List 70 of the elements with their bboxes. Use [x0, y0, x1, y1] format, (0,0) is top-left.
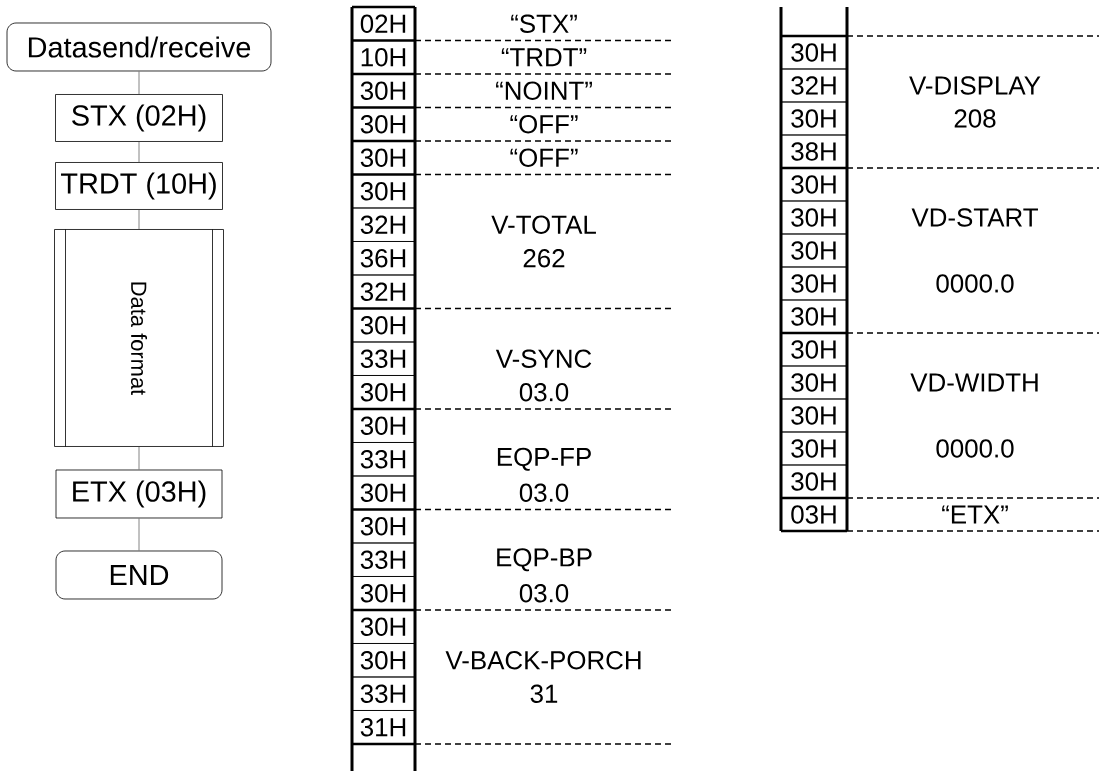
label: 30H — [360, 316, 406, 335]
label: 30H — [360, 81, 406, 100]
field-label: 31 — [530, 684, 558, 703]
byte-cell: 30H — [780, 464, 848, 499]
field-label: 262 — [523, 249, 565, 268]
process-box: TRDT (10H) — [55, 162, 223, 210]
field-label: V-BACK-PORCH — [445, 651, 641, 670]
byte-cell: 30H — [780, 299, 848, 334]
byte-cell: 32H — [351, 207, 416, 242]
byte-cell: 30H — [780, 431, 848, 466]
label: 02H — [360, 14, 406, 33]
byte-cell: 38H — [780, 134, 848, 169]
byte-cell: 33H — [351, 341, 416, 376]
label: 30H — [360, 416, 406, 435]
label: 03H — [791, 505, 836, 524]
connector-line — [138, 141, 140, 163]
process-box: ETX (03H) — [55, 469, 223, 519]
field-label: EQP-BP — [497, 548, 592, 572]
field-label: EQP-FP — [497, 447, 591, 471]
field-label: V-DISPLAY — [909, 76, 1041, 95]
byte-cell: 30H — [780, 101, 848, 136]
byte-cell: 36H — [351, 241, 416, 276]
byte-cell: 32H — [780, 68, 848, 103]
field-label: 03.0 — [519, 584, 569, 603]
byte-cell: 30H — [780, 365, 848, 400]
byte-cell: 30H — [780, 200, 848, 235]
label: 30H — [791, 43, 836, 62]
field-label: V-SYNC — [495, 349, 592, 368]
connector-line — [138, 446, 140, 470]
byte-cell: 33H — [351, 542, 416, 577]
byte-cell: 30H — [780, 233, 848, 268]
byte-cell: 30H — [351, 375, 416, 410]
connector-line — [138, 518, 140, 551]
label: 10H — [361, 48, 406, 67]
terminal-box: Datasend/receive — [6, 22, 272, 72]
label: 30H — [791, 340, 836, 359]
byte-cell: 30H — [780, 266, 848, 301]
field-label: 03.0 — [519, 383, 569, 402]
field-label: VD-WIDTH — [910, 373, 1038, 392]
label: 30H — [360, 182, 406, 201]
byte-cell: 30H — [351, 475, 416, 510]
field-label: 0000.0 — [936, 274, 1014, 293]
label: 30H — [360, 617, 406, 636]
byte-cell: 32H — [351, 274, 416, 309]
byte-cell: 33H — [351, 676, 416, 711]
field-label: “OFF” — [510, 115, 578, 134]
process-box: STX (02H) — [55, 94, 223, 142]
connector-line — [138, 71, 140, 95]
field-label: “NOINT” — [496, 81, 592, 100]
field-label: VD-START — [911, 208, 1038, 227]
field-label: “STX” — [511, 14, 577, 33]
byte-cell: 33H — [351, 442, 416, 477]
byte-cell: 31H — [351, 710, 416, 745]
label: 30H — [360, 115, 406, 134]
byte-cell: 30H — [351, 576, 416, 611]
byte-cell: 30H — [351, 643, 416, 678]
byte-cell: 30H — [780, 398, 848, 433]
field-label: 0000.0 — [936, 439, 1014, 458]
field-label: V-TOTAL — [491, 215, 596, 234]
field-label: 03.0 — [519, 483, 569, 502]
connector-line — [138, 209, 140, 230]
field-label: “TRDT” — [501, 48, 587, 67]
predefined-process-box: Data format — [54, 229, 224, 447]
label: 30H — [360, 148, 406, 167]
field-label: “ETX” — [942, 505, 1008, 524]
terminal-box: END — [55, 550, 223, 600]
label: 30H — [791, 175, 836, 194]
label: 30H — [360, 517, 406, 536]
field-label: “OFF” — [510, 148, 578, 167]
field-label: 208 — [954, 109, 996, 128]
